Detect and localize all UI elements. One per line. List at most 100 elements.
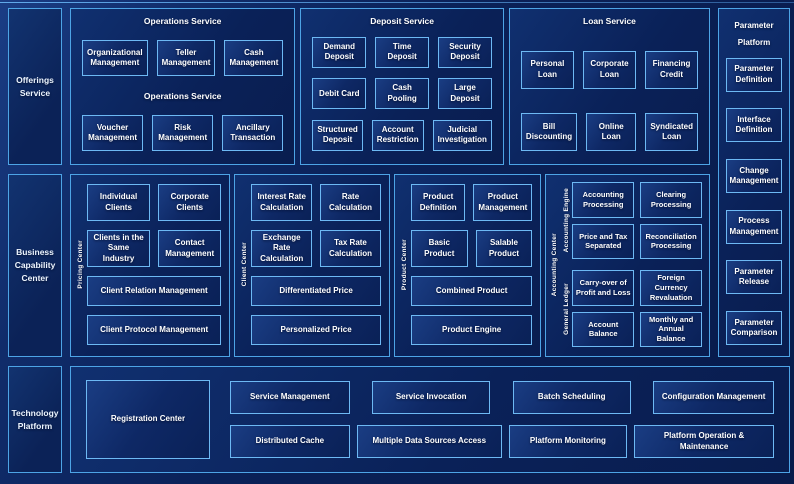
loan-row-1: Personal Loan Corporate Loan Financing C… — [520, 50, 699, 89]
general-ledger-side-label: General Ledger — [562, 282, 570, 335]
box-parameter-definition: Parameter Definition — [726, 57, 782, 92]
box-tax-rate-calculation: Tax Rate Calculation — [320, 230, 381, 268]
box-financing-credit: Financing Credit — [644, 50, 699, 89]
box-salable-product: Salable Product — [475, 230, 533, 267]
client-pair-row-2: Exchange Rate Calculation Tax Rate Calcu… — [251, 230, 381, 268]
panel-technology-platform: Registration Center Service Management S… — [70, 366, 790, 473]
box-debit-card: Debit Card — [312, 78, 367, 110]
pricing-center-content: Individual Clients Corporate Clients Cli… — [87, 184, 222, 345]
box-clearing-processing: Clearing Processing — [640, 182, 702, 218]
box-exchange-rate-calculation: Exchange Rate Calculation — [251, 230, 313, 268]
panel-parameter-platform: Parameter Platform Parameter Definition … — [718, 8, 790, 357]
box-distributed-cache: Distributed Cache — [230, 425, 350, 458]
box-account-restriction: Account Restriction — [371, 119, 424, 151]
box-individual-clients: Individual Clients — [87, 184, 151, 221]
box-configuration-management: Configuration Management — [653, 381, 774, 414]
box-multiple-data-sources-access: Multiple Data Sources Access — [356, 425, 502, 458]
technology-rows: Service Management Service Invocation Ba… — [230, 380, 774, 459]
rail-technology-platform: Technology Platform — [8, 366, 62, 473]
box-demand-deposit: Demand Deposit — [312, 36, 367, 68]
pricing-pair-row-1: Individual Clients Corporate Clients — [87, 184, 222, 221]
box-reconciliation-processing: Reconciliation Processing — [640, 223, 702, 259]
box-ancillary-transaction: Ancillary Transaction — [222, 114, 284, 151]
parameter-platform-items: Parameter Definition Interface Definitio… — [726, 57, 782, 345]
parameter-platform-title: Parameter Platform — [734, 21, 774, 47]
box-contact-management: Contact Management — [158, 230, 222, 268]
box-voucher-management: Voucher Management — [82, 114, 144, 151]
box-bill-discounting: Bill Discounting — [520, 113, 578, 151]
product-pair-row-2: Basic Product Salable Product — [410, 230, 533, 267]
operations-service-divider-label: Operations Service — [143, 90, 222, 101]
box-large-deposit: Large Deposit — [438, 78, 492, 110]
box-interest-rate-calculation: Interest Rate Calculation — [251, 184, 313, 221]
top-keyline — [0, 2, 794, 3]
operations-row-2: Voucher Management Risk Management Ancil… — [82, 114, 284, 151]
loan-service-title: Loan Service — [583, 16, 636, 26]
accounting-engine-side-label: Accounting Engine — [562, 188, 570, 253]
product-pair-row-1: Product Definition Product Management — [410, 184, 533, 221]
box-product-management: Product Management — [473, 184, 533, 221]
box-judicial-investigation: Judicial Investigation — [432, 119, 492, 151]
box-process-management: Process Management — [726, 209, 782, 244]
operations-service-title: Operations Service — [143, 16, 222, 26]
box-account-balance: Account Balance — [572, 311, 635, 347]
accounting-center-side-label: Accounting Center — [550, 232, 558, 297]
box-service-management: Service Management — [230, 381, 350, 414]
box-personalized-price: Personalized Price — [251, 315, 381, 345]
box-batch-scheduling: Batch Scheduling — [512, 381, 631, 414]
box-interface-definition: Interface Definition — [726, 108, 782, 143]
general-ledger-group: General Ledger Carry-over of Profit and … — [560, 270, 702, 347]
box-platform-monitoring: Platform Monitoring — [508, 425, 627, 458]
box-product-definition: Product Definition — [410, 184, 466, 221]
box-syndicated-loan: Syndicated Loan — [645, 113, 698, 151]
box-monthly-and-annual-balance: Monthly and Annual Balance — [640, 311, 702, 347]
deposit-row-1: Demand Deposit Time Deposit Security Dep… — [312, 36, 492, 68]
loan-row-2: Bill Discounting Online Loan Syndicated … — [520, 113, 698, 151]
box-structured-deposit: Structured Deposit — [312, 119, 363, 151]
pricing-pair-row-2: Clients in the Same Industry Contact Man… — [87, 230, 222, 268]
general-ledger-grid: Carry-over of Profit and Loss Foreign Cu… — [572, 270, 702, 347]
panel-pricing-center: Pricing Center Individual Clients Corpor… — [70, 174, 231, 357]
deposit-service-title: Deposit Service — [370, 16, 435, 26]
panel-operations-service: Operations Service Organizational Manage… — [70, 8, 296, 165]
box-corporate-loan: Corporate Loan — [582, 50, 636, 89]
box-differentiated-price: Differentiated Price — [251, 276, 381, 306]
box-change-management: Change Management — [726, 158, 782, 193]
rail-business-capability-center: Business Capability Center — [8, 174, 62, 357]
box-clients-in-the-same-industry: Clients in the Same Industry — [87, 230, 151, 268]
product-center-content: Product Definition Product Management Ba… — [410, 184, 533, 345]
rail-offerings-service: Offerings Service — [8, 8, 62, 165]
box-online-loan: Online Loan — [586, 113, 637, 151]
box-carry-over-of-profit-and-loss: Carry-over of Profit and Loss — [572, 270, 635, 306]
diagram-grid: Offerings Service Business Capability Ce… — [8, 8, 790, 473]
box-parameter-comparison: Parameter Comparison — [726, 310, 782, 345]
business-capability-row: Pricing Center Individual Clients Corpor… — [70, 174, 710, 357]
client-pair-row-1: Interest Rate Calculation Rate Calculati… — [251, 184, 381, 221]
pricing-center-side-label: Pricing Center — [77, 240, 84, 289]
box-combined-product: Combined Product — [410, 276, 533, 306]
box-rate-calculation: Rate Calculation — [320, 184, 381, 221]
client-center-content: Interest Rate Calculation Rate Calculati… — [251, 184, 381, 345]
box-price-and-tax-separated: Price and Tax Separated — [572, 223, 635, 259]
box-cash-management: Cash Management — [224, 40, 284, 77]
box-parameter-release: Parameter Release — [726, 260, 782, 295]
panel-product-center: Product Center Product Definition Produc… — [393, 174, 542, 357]
panel-client-center: Client Center Interest Rate Calculation … — [234, 174, 390, 357]
accounting-engine-side-label-wrap: Accounting Engine — [560, 182, 572, 259]
product-center-side-label: Product Center — [400, 238, 408, 291]
box-risk-management: Risk Management — [152, 114, 214, 151]
accounting-groups: Accounting Engine Accounting Processing … — [560, 182, 702, 347]
deposit-row-2: Debit Card Cash Pooling Large Deposit — [312, 78, 492, 110]
pricing-center-side-label-wrap: Pricing Center — [74, 184, 87, 345]
deposit-row-3: Structured Deposit Account Restriction J… — [312, 119, 492, 151]
accounting-engine-group: Accounting Engine Accounting Processing … — [560, 182, 702, 259]
technology-row-2: Distributed Cache Multiple Data Sources … — [230, 425, 774, 458]
box-teller-management: Teller Management — [156, 40, 216, 77]
box-basic-product: Basic Product — [410, 230, 468, 267]
panel-deposit-service: Deposit Service Demand Deposit Time Depo… — [300, 8, 504, 165]
accounting-center-side-label-wrap: Accounting Center — [548, 182, 560, 347]
operations-row-1: Organizational Management Teller Managem… — [82, 40, 284, 77]
box-registration-center: Registration Center — [86, 380, 210, 459]
client-center-side-label: Client Center — [241, 242, 249, 287]
